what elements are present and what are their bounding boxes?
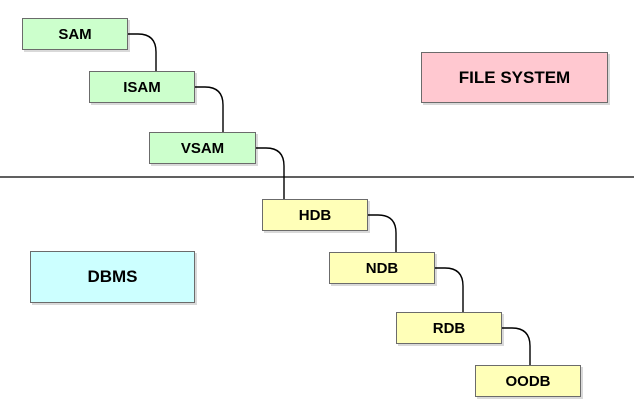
dbms-label: DBMS <box>30 251 195 303</box>
connector-hdb-ndb <box>368 214 397 252</box>
connector-isam-vsam <box>195 86 224 132</box>
node-isam: ISAM <box>89 71 195 103</box>
node-hdb: HDB <box>262 199 368 231</box>
file-system-label: FILE SYSTEM <box>421 52 608 103</box>
connector-rdb-oodb <box>502 327 531 365</box>
connector-ndb-rdb <box>435 267 464 312</box>
node-vsam: VSAM <box>149 132 256 164</box>
connector-sam-isam <box>128 33 157 71</box>
node-rdb: RDB <box>396 312 502 344</box>
connector-vsam-hdb <box>256 147 285 199</box>
node-oodb: OODB <box>475 365 581 397</box>
node-sam: SAM <box>22 18 128 50</box>
node-ndb: NDB <box>329 252 435 284</box>
